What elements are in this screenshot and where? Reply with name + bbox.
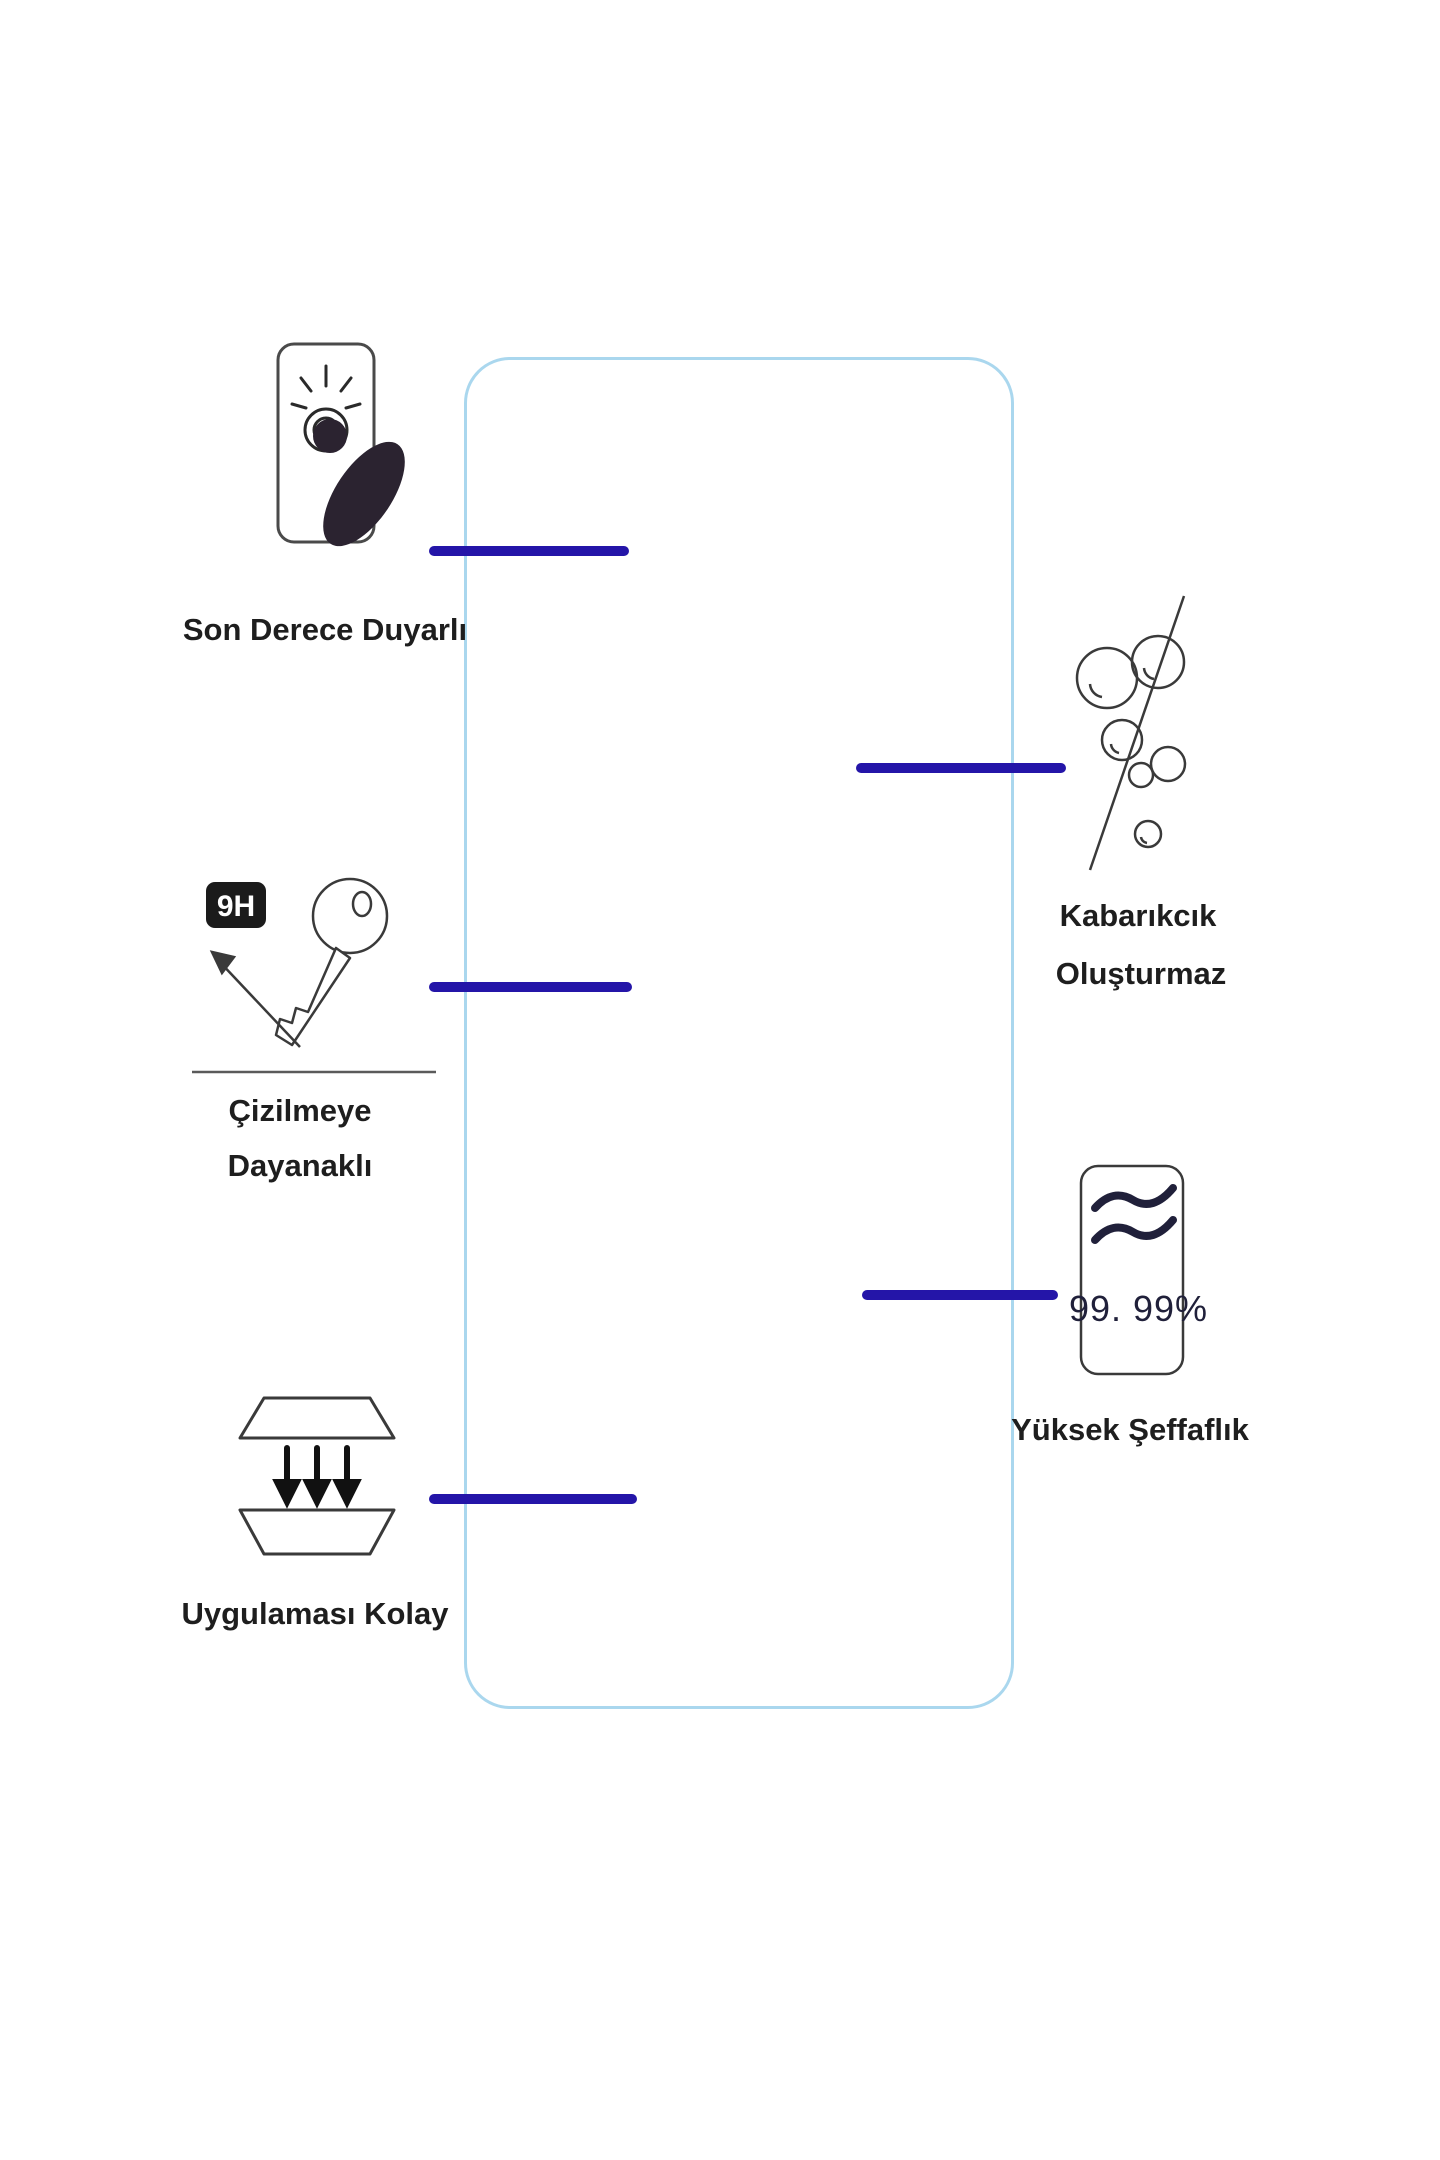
- connector-line-easy-apply: [429, 1494, 637, 1504]
- label-easy-apply: Uygulaması Kolay: [181, 1596, 449, 1631]
- connector-line-sensitive: [429, 546, 629, 556]
- label-sensitive: Son Derece Duyarlı: [182, 612, 468, 647]
- transparency-value: 99. 99%: [1068, 1288, 1209, 1329]
- easy-apply-icon: [222, 1388, 412, 1573]
- label-scratch-line2: Dayanaklı: [227, 1148, 373, 1183]
- label-scratch-line1: Çizilmeye: [228, 1093, 372, 1128]
- high-transparency-icon: [1077, 1162, 1192, 1385]
- connector-line-no-bubbles: [856, 763, 1066, 773]
- scratch-resistant-icon: 9H: [188, 866, 440, 1089]
- screen-protector-outline: [464, 357, 1014, 1709]
- connector-line-transparency: [862, 1290, 1058, 1300]
- label-high-transparency: Yüksek Şeffaflık: [1011, 1412, 1249, 1447]
- touch-sensitive-icon: [270, 338, 420, 565]
- label-no-bubbles-line1: Kabarıkcık: [1059, 898, 1217, 933]
- hardness-9h-text: 9H: [217, 890, 255, 923]
- label-no-bubbles-line2: Oluşturmaz: [1055, 956, 1227, 991]
- no-bubbles-icon: [1062, 588, 1222, 888]
- hardness-9h-badge: [206, 882, 266, 928]
- connector-line-scratch: [429, 982, 632, 992]
